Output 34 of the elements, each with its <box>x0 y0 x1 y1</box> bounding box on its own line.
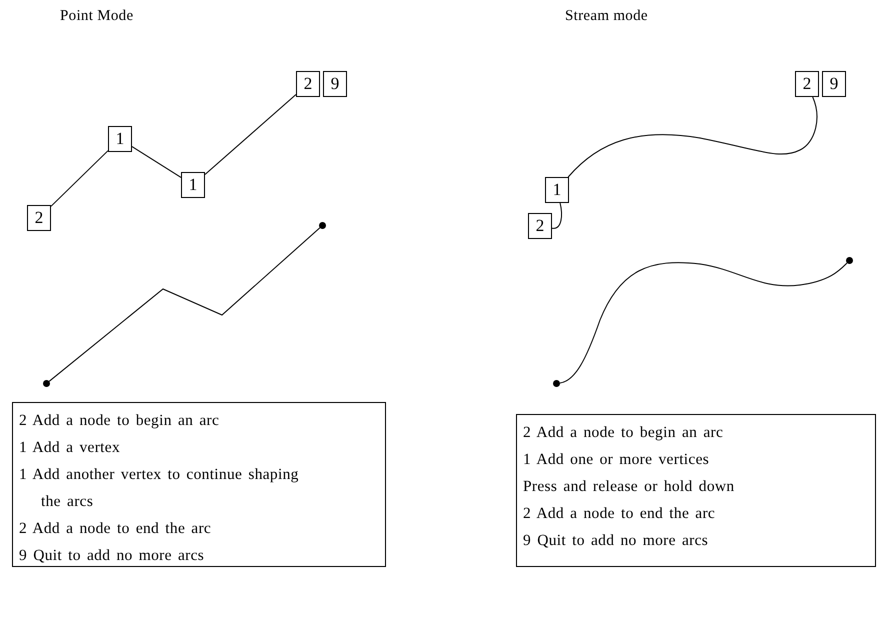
panel-title: Stream mode <box>565 8 648 25</box>
instruction-line: 2 Add a node to end the arc <box>523 504 716 524</box>
arc-line <box>48 227 320 382</box>
connector-line <box>552 202 562 229</box>
connector-line <box>204 94 296 175</box>
number-box: 2 <box>296 71 320 97</box>
number-box: 1 <box>181 172 205 198</box>
connector-line <box>132 146 182 178</box>
number-box: 1 <box>108 126 132 152</box>
instruction-line: 1 Add a vertex <box>19 438 122 458</box>
instruction-line: 1 Add one or more vertices <box>523 450 710 470</box>
panel-title: Point Mode <box>60 8 134 25</box>
instruction-line: 9 Quit to add no more arcs <box>19 546 206 566</box>
number-box: 9 <box>323 71 347 97</box>
end-point-dot <box>43 380 50 387</box>
instruction-line: 1 Add another vertex to continue shaping the arcs <box>19 465 300 512</box>
connector-line <box>50 150 108 207</box>
number-box: 2 <box>528 213 552 239</box>
instruction-line: 2 Add a node to begin an arc <box>523 423 724 443</box>
arc-line <box>560 262 848 384</box>
instruction-line: 2 Add a node to begin an arc <box>19 411 220 431</box>
number-box: 1 <box>545 177 569 203</box>
number-box: 2 <box>27 205 51 231</box>
instruction-line: 9 Quit to add no more arcs <box>523 531 710 551</box>
number-box: 2 <box>795 71 819 97</box>
end-point-dot <box>319 222 326 229</box>
instruction-line: 2 Add a node to end the arc <box>19 519 212 539</box>
instruction-box <box>516 414 876 567</box>
end-point-dot <box>846 257 853 264</box>
number-box: 9 <box>822 71 846 97</box>
connector-line <box>568 96 818 178</box>
end-point-dot <box>553 380 560 387</box>
instruction-box <box>12 402 386 567</box>
instruction-line: Press and release or hold down <box>523 477 736 497</box>
